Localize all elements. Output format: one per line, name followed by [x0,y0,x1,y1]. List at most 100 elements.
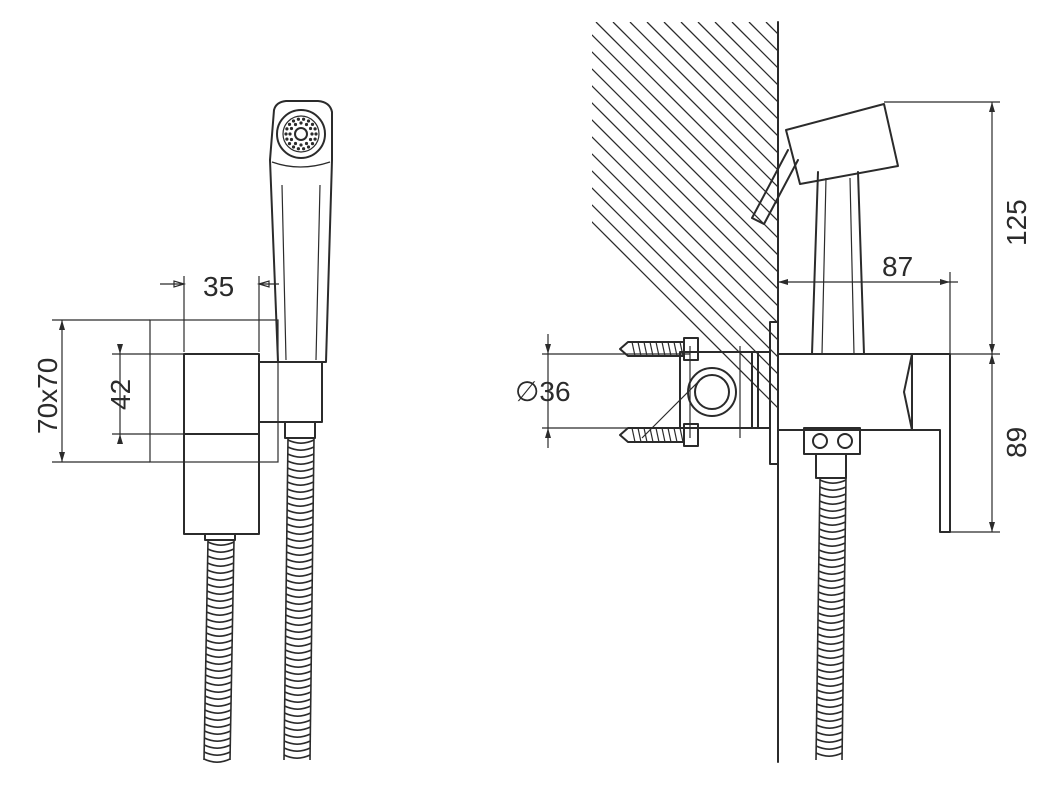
hatch-line [592,221,778,409]
wall-plate [769,321,779,465]
hatch-line [970,22,1063,762]
hose-coil [284,677,312,682]
hose-coil [204,688,232,693]
hatch-line [953,22,1063,762]
hatch-line [646,22,778,154]
spray-hole [310,122,315,126]
spray-hole [287,122,292,126]
hose-coil [816,731,843,736]
hose-coil [284,684,312,689]
hose-coil [287,453,315,458]
wall-mount-bracket [679,351,759,429]
holder-block [183,353,260,535]
hose-coil [284,656,312,661]
hose-coil [204,702,232,707]
hose-coil [285,635,312,640]
hose-coil [206,576,234,581]
hose-coil [286,530,314,535]
hose-coil [203,758,231,763]
dimension-70x70: 70x70 [32,319,150,463]
hose-coil [287,446,315,451]
hose-coil [287,439,315,444]
spray-hole [291,119,296,123]
dim-label-70x70: 70x70 [32,358,63,434]
hose-coil [284,670,312,675]
spray-hole [314,132,318,136]
hose-coil [206,618,233,623]
hose-coil [284,705,312,710]
hose-coil [204,737,231,742]
cartridge-hole-left [812,433,828,449]
spray-hole [291,145,296,149]
spray-hole [288,132,292,136]
hose-coil [816,717,843,722]
wall-hatching [592,22,1063,762]
hose-coil [203,744,231,749]
hose-coil [204,730,231,735]
hose-coil [284,712,311,717]
hatch-line [1021,22,1063,762]
hose-coil [817,626,845,631]
hose-coil [206,625,233,630]
hose-coil [205,681,232,686]
hatch-line [800,22,1063,762]
hose-coil [817,647,844,652]
hatch-line [629,22,778,171]
hose-coil [815,738,843,743]
hose-side [815,477,847,761]
hose-coil [287,474,314,479]
hose-coil [816,668,844,673]
hose-coil [283,740,311,745]
hose-coil [285,579,313,584]
spray-hole [306,145,311,149]
spray-hole [285,127,289,131]
spray-nozzle-center [294,127,308,141]
bracket-ring-inner [694,374,730,410]
dim-label-35: 35 [203,271,234,302]
hand-shower-side-head [785,103,899,185]
dimension-35: 35 [160,271,279,352]
hose-coil [206,597,234,602]
hose-coil [204,723,232,728]
spray-hole [296,147,300,151]
hose-coil [206,590,234,595]
hatch-line [612,22,778,188]
hose-coil [816,703,844,708]
hose-coil [818,563,846,568]
hatch-line [1004,22,1063,762]
spray-hole [302,117,306,121]
hose-right [283,437,315,761]
hose-coil [818,528,846,533]
screw-top [619,337,699,361]
hose-coil [818,591,845,596]
hose-coil [287,481,314,486]
spray-hole [284,132,288,136]
hose-coil [817,654,844,659]
spray-hole [293,141,298,146]
hose-coil [283,733,311,738]
hose-coil [204,695,232,700]
hose-coil [205,653,233,658]
holder-connector [258,361,323,423]
spray-holes [284,117,318,151]
dimension-125: 125 [884,101,1032,355]
hose-coil [205,660,233,665]
hose-coil [285,593,313,598]
hose-coil [287,460,315,465]
spray-hole [313,127,317,131]
hose-coil [286,495,314,500]
bracket-flange [751,351,771,429]
hatch-line [987,22,1063,762]
hose-coil [817,633,845,638]
mixer-body [777,353,913,431]
hose-coil [816,682,844,687]
hose-coil [286,551,313,556]
hose-coil [818,570,846,575]
hatch-line [936,22,1063,762]
hose-coil [287,467,314,472]
hand-shower-handle [269,100,333,363]
hatch-line [1055,22,1063,762]
hose-coil [818,542,846,547]
hose-coil [286,509,314,514]
hose-coil [284,663,312,668]
